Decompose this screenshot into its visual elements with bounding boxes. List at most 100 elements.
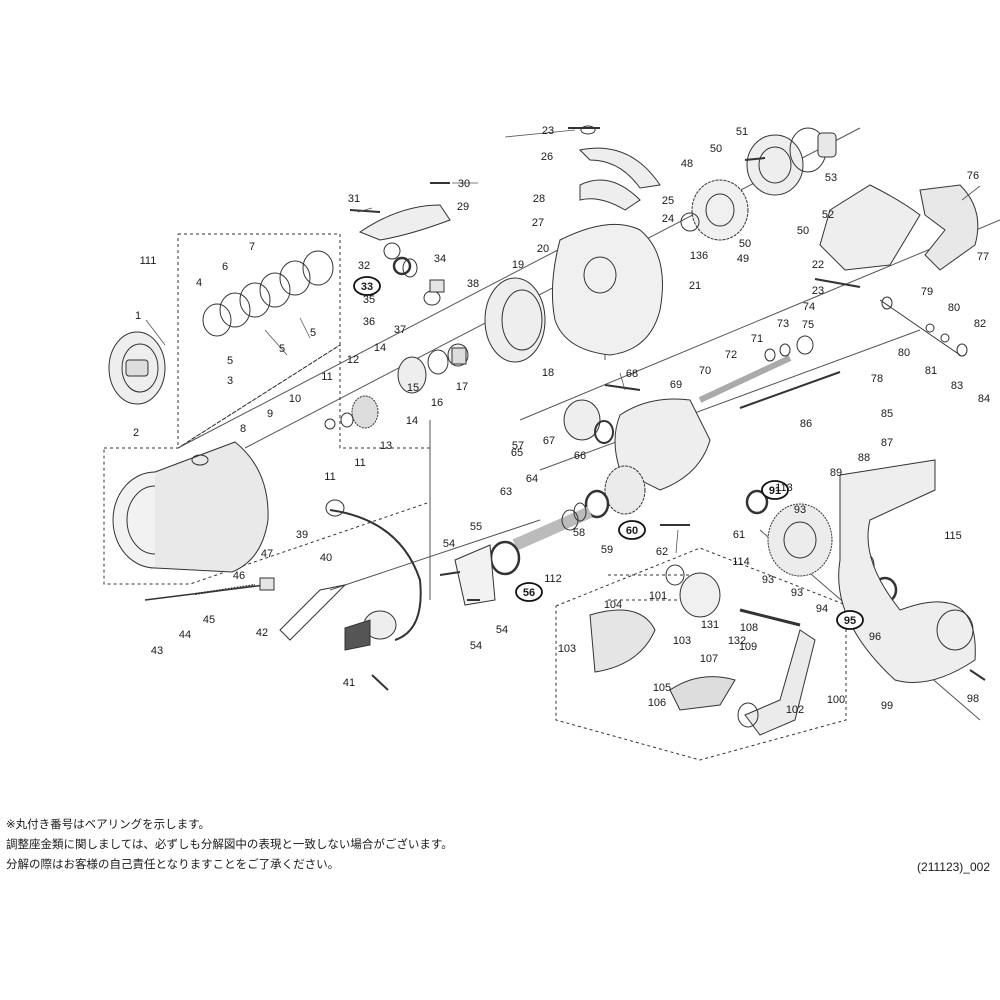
part-label-112: 112 <box>544 573 562 585</box>
leader-line <box>357 207 373 213</box>
part-label-33: 33 <box>361 281 373 293</box>
part-label-96: 96 <box>869 631 881 643</box>
part-label-43: 43 <box>151 645 163 657</box>
part-label-36: 36 <box>363 316 375 328</box>
part-label-11: 11 <box>324 471 335 483</box>
part-label-62: 62 <box>656 546 668 558</box>
part-label-53: 53 <box>825 172 837 184</box>
part-label-26: 26 <box>541 151 553 163</box>
part-label-84: 84 <box>978 393 990 405</box>
leader-line <box>619 372 626 391</box>
part-label-93: 93 <box>794 504 806 516</box>
part-label-74: 74 <box>803 301 815 313</box>
part-label-59: 59 <box>601 544 613 556</box>
bearing-marker-95 <box>836 610 864 630</box>
part-label-48: 48 <box>681 158 693 170</box>
part-label-102: 102 <box>786 704 804 716</box>
part-label-25: 25 <box>662 195 674 207</box>
part-label-30: 30 <box>458 178 470 190</box>
part-label-80: 80 <box>898 347 910 359</box>
part-label-54: 54 <box>496 624 508 636</box>
leader-line <box>504 129 576 138</box>
part-label-56: 56 <box>523 587 535 599</box>
part-label-75: 75 <box>802 319 814 331</box>
part-label-73: 73 <box>777 318 789 330</box>
part-label-47: 47 <box>261 548 273 560</box>
part-label-1: 1 <box>135 310 141 322</box>
part-label-85: 85 <box>881 408 893 420</box>
part-label-5: 5 <box>279 343 285 355</box>
part-label-103: 103 <box>558 643 576 655</box>
part-label-86: 86 <box>800 418 812 430</box>
part-label-60: 60 <box>626 525 638 537</box>
leader-line <box>299 317 311 339</box>
part-label-23: 23 <box>812 285 824 297</box>
part-label-8: 8 <box>240 423 246 435</box>
part-label-91: 91 <box>769 485 781 497</box>
part-label-68: 68 <box>626 368 638 380</box>
part-label-11: 11 <box>321 371 332 383</box>
part-label-50: 50 <box>797 225 809 237</box>
part-label-50: 50 <box>710 143 722 155</box>
part-label-55: 55 <box>470 521 482 533</box>
part-label-81: 81 <box>925 365 937 377</box>
diagram-code: (211123)_002 <box>917 860 990 874</box>
part-label-4: 4 <box>196 277 202 289</box>
note-bearing: ※丸付き番号はベアリングを示します。 <box>6 817 210 831</box>
part-label-76: 76 <box>967 170 979 182</box>
part-label-45: 45 <box>203 614 215 626</box>
note-disassembly: 分解の際はお客様の自己責任となりますことをご了承ください。 <box>6 857 340 871</box>
part-label-5: 5 <box>310 327 316 339</box>
part-label-79: 79 <box>921 286 933 298</box>
part-label-32: 32 <box>358 260 370 272</box>
part-label-21: 21 <box>689 280 701 292</box>
part-label-57: 57 <box>512 440 524 452</box>
part-label-52: 52 <box>822 209 834 221</box>
part-label-100: 100 <box>827 694 845 706</box>
part-label-83: 83 <box>951 380 963 392</box>
part-label-131: 131 <box>701 619 719 631</box>
footnotes: ※丸付き番号はベアリングを示します。 調整座金類に関しましては、必ずしも分解図中… <box>6 814 706 874</box>
part-label-13: 13 <box>380 440 392 452</box>
part-label-24: 24 <box>662 213 674 225</box>
part-label-111: 111 <box>140 255 157 267</box>
part-label-106: 106 <box>648 697 666 709</box>
part-label-12: 12 <box>347 354 359 366</box>
part-label-98: 98 <box>967 693 979 705</box>
part-label-20: 20 <box>537 243 549 255</box>
leader-line <box>264 329 288 356</box>
part-label-132: 132 <box>728 635 746 647</box>
part-label-39: 39 <box>296 529 308 541</box>
part-label-99: 99 <box>881 700 893 712</box>
part-label-2: 2 <box>133 427 139 439</box>
bearing-marker-60 <box>618 520 646 540</box>
part-label-69: 69 <box>670 379 682 391</box>
part-label-49: 49 <box>737 253 749 265</box>
part-label-107: 107 <box>700 653 718 665</box>
part-label-18: 18 <box>542 367 554 379</box>
part-label-29: 29 <box>457 201 469 213</box>
part-label-88: 88 <box>858 452 870 464</box>
part-label-80: 80 <box>948 302 960 314</box>
part-label-77: 77 <box>977 251 989 263</box>
part-label-64: 64 <box>526 473 538 485</box>
leader-line <box>675 529 679 554</box>
part-label-54: 54 <box>443 538 455 550</box>
part-label-109: 109 <box>739 641 757 653</box>
part-label-14: 14 <box>406 415 418 427</box>
part-label-22: 22 <box>812 259 824 271</box>
part-label-17: 17 <box>456 381 468 393</box>
part-label-46: 46 <box>233 570 245 582</box>
part-label-70: 70 <box>699 365 711 377</box>
leader-line <box>145 319 166 346</box>
part-label-37: 37 <box>394 324 406 336</box>
part-label-11: 11 <box>354 457 365 469</box>
part-label-104: 104 <box>604 599 622 611</box>
part-label-38: 38 <box>467 278 479 290</box>
part-label-114: 114 <box>732 556 750 568</box>
part-label-35: 35 <box>363 294 375 306</box>
bearing-marker-56 <box>515 582 543 602</box>
part-label-50: 50 <box>739 238 751 250</box>
part-label-41: 41 <box>343 677 355 689</box>
